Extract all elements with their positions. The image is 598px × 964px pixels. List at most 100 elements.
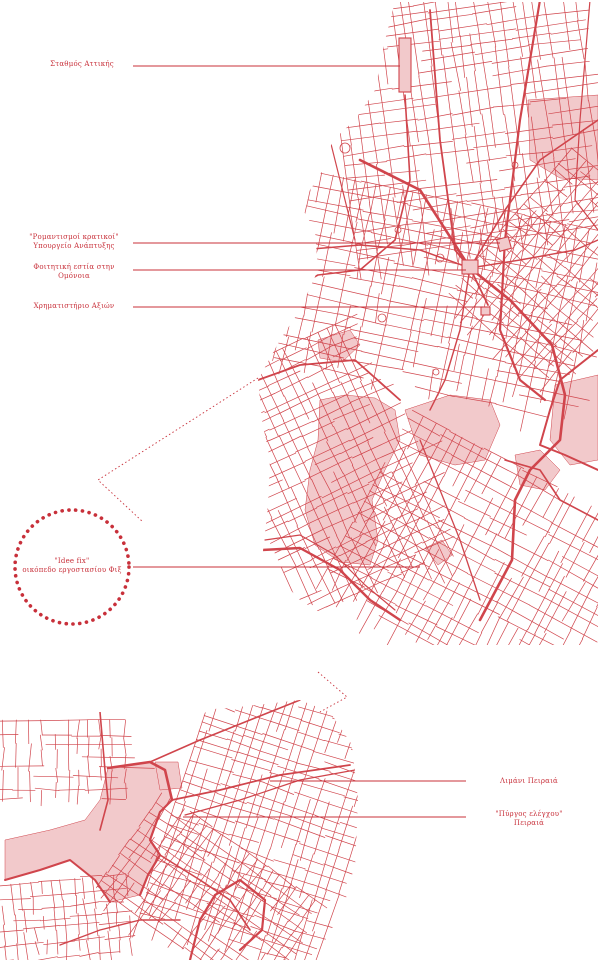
street — [548, 577, 598, 605]
major-road — [299, 244, 471, 269]
street — [554, 320, 579, 345]
street — [125, 782, 127, 799]
street — [497, 616, 567, 645]
street — [477, 562, 505, 615]
street — [489, 517, 527, 536]
street — [331, 7, 338, 54]
street — [269, 772, 303, 782]
street — [497, 2, 510, 68]
street — [496, 337, 506, 377]
street — [307, 364, 334, 378]
street — [547, 254, 566, 268]
street — [385, 250, 401, 324]
street — [481, 368, 489, 401]
street — [314, 452, 341, 466]
street — [101, 910, 133, 914]
street — [270, 895, 300, 916]
street — [175, 838, 206, 861]
street — [428, 567, 497, 603]
street — [270, 517, 297, 567]
street — [339, 122, 381, 130]
street — [565, 542, 585, 578]
street — [103, 874, 130, 912]
idee-fix-circle — [13, 508, 131, 626]
street — [572, 2, 579, 21]
street — [343, 145, 405, 157]
street — [373, 732, 415, 745]
street — [443, 436, 463, 477]
street — [589, 514, 598, 554]
street — [420, 200, 430, 276]
stock-exchange-marker — [480, 306, 491, 316]
street — [525, 542, 550, 586]
street — [306, 920, 333, 928]
street — [313, 751, 358, 773]
street — [123, 737, 127, 756]
street — [309, 245, 319, 279]
street — [383, 28, 439, 37]
street — [518, 321, 567, 379]
street — [589, 187, 598, 218]
street — [401, 331, 412, 370]
street — [0, 788, 13, 791]
street — [522, 216, 531, 252]
street — [258, 365, 279, 436]
street — [479, 182, 488, 233]
street — [328, 803, 358, 816]
street — [447, 524, 465, 561]
street — [343, 305, 351, 335]
street — [548, 102, 598, 115]
street — [189, 760, 234, 773]
street — [1, 905, 5, 926]
street — [312, 382, 334, 427]
street — [394, 541, 423, 557]
street — [356, 249, 361, 279]
street — [512, 32, 552, 39]
street — [301, 700, 318, 746]
street — [349, 277, 400, 287]
street — [192, 828, 214, 857]
street — [545, 175, 591, 183]
street — [258, 461, 306, 490]
major-road — [429, 9, 489, 306]
street — [410, 293, 420, 333]
street — [506, 584, 527, 621]
street — [325, 849, 340, 892]
street — [41, 881, 43, 894]
major-road — [469, 239, 598, 269]
street — [295, 886, 328, 909]
street — [258, 497, 297, 517]
street — [264, 881, 295, 889]
street — [349, 189, 421, 202]
street — [395, 563, 421, 614]
street — [369, 534, 410, 555]
street — [34, 927, 39, 942]
street — [129, 826, 141, 841]
street — [372, 484, 440, 519]
street — [522, 153, 533, 228]
street — [533, 218, 542, 257]
street — [398, 285, 468, 302]
street — [355, 181, 366, 223]
street — [258, 479, 283, 496]
street — [399, 191, 414, 252]
street — [363, 522, 392, 535]
street — [290, 487, 320, 550]
street — [181, 932, 193, 950]
street — [123, 768, 127, 784]
street — [107, 930, 112, 960]
street — [555, 231, 574, 255]
street — [450, 613, 478, 645]
street — [318, 779, 358, 797]
street — [473, 497, 494, 536]
street — [277, 547, 305, 561]
street — [376, 163, 388, 245]
street — [448, 293, 476, 317]
street — [321, 827, 355, 839]
street — [561, 160, 587, 190]
street — [255, 770, 285, 858]
street — [76, 738, 79, 754]
street — [299, 818, 312, 861]
street — [269, 421, 313, 441]
street — [271, 907, 308, 934]
